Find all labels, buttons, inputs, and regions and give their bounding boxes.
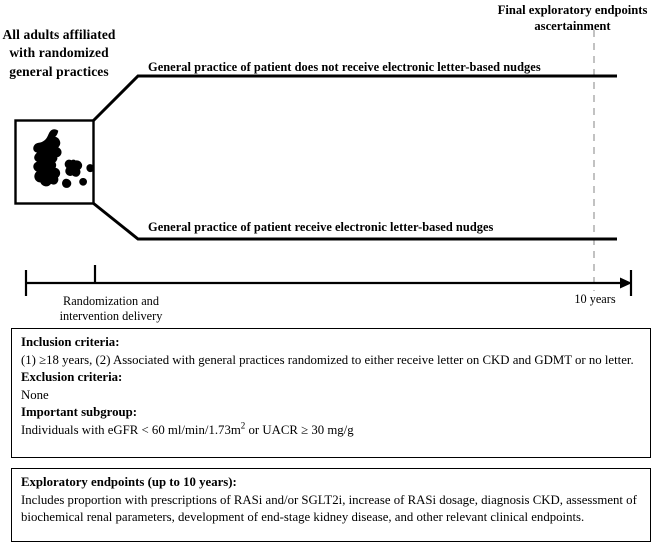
cohort-box-label: All adults affiliated with randomized ge…: [2, 27, 116, 79]
intervention-arm-label: General practice of patient receive elec…: [148, 220, 494, 234]
exclusion-criteria-heading: Exclusion criteria:: [21, 370, 123, 384]
control-arm-label: General practice of patient does not rec…: [148, 60, 541, 74]
subgroup-text-superscript: 2: [240, 420, 246, 431]
timeline-end-label: 10 years: [574, 292, 616, 306]
exploratory-endpoints-heading: Exploratory endpoints (up to 10 years):: [21, 475, 237, 489]
inclusion-criteria-heading: Inclusion criteria:: [21, 335, 120, 349]
denmark-map-icon: [33, 129, 95, 188]
final-assessment-label: Final exploratory endpoints ascertainmen…: [497, 3, 648, 33]
subgroup-text-pre: Individuals with eGFR < 60 ml/min/1.73m: [21, 422, 241, 437]
important-subgroup-text: Individuals with eGFR < 60 ml/min/1.73m2…: [21, 420, 642, 440]
cohort-box: [14, 119, 95, 205]
subgroup-text-post: or UACR ≥ 30 mg/g: [245, 422, 354, 437]
exclusion-criteria-text: None: [21, 387, 49, 402]
exploratory-endpoints-text: Includes proportion with prescriptions o…: [21, 492, 637, 525]
inclusion-criteria-text: (1) ≥18 years, (2) Associated with gener…: [21, 352, 634, 367]
important-subgroup-heading: Important subgroup:: [21, 405, 138, 419]
criteria-box: Inclusion criteria: (1) ≥18 years, (2) A…: [11, 328, 651, 458]
control-arm-line: [91, 74, 617, 123]
timeline-start-label: Randomization and intervention delivery: [59, 294, 163, 323]
endpoints-box: Exploratory endpoints (up to 10 years): …: [11, 468, 651, 542]
timeline-arrowhead: [620, 277, 632, 289]
